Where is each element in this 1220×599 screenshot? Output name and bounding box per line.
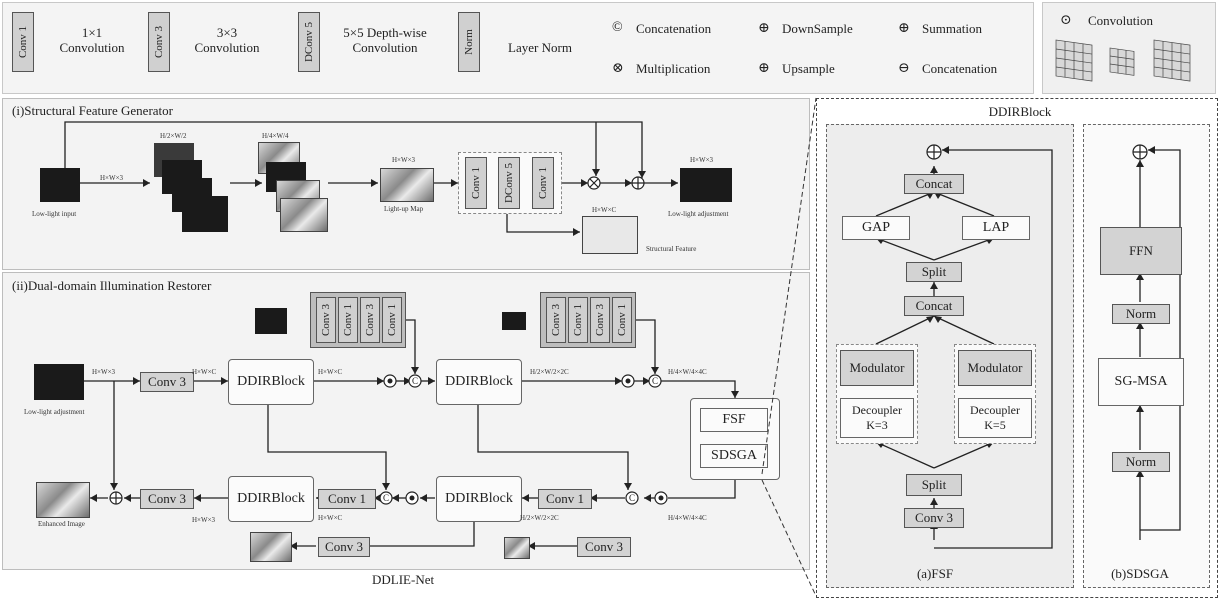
fsf-concat-mid: Concat bbox=[904, 296, 964, 316]
fsf-conv3: Conv 3 bbox=[904, 508, 964, 528]
sdsga-norm-top: Norm bbox=[1112, 304, 1170, 324]
fsf-caption: (a)FSF bbox=[900, 566, 970, 581]
fsf-lap-block: LAP bbox=[962, 216, 1030, 240]
sdsga-caption: (b)SDSGA bbox=[1100, 566, 1180, 581]
sdsga-sgmsa-block: SG-MSA bbox=[1098, 358, 1184, 406]
fsf-decoupler-left: Decoupler K=3 bbox=[840, 398, 914, 438]
fsf-decoupler-right: Decoupler K=5 bbox=[958, 398, 1032, 438]
fsf-gap-block: GAP bbox=[842, 216, 910, 240]
fsf-modulator-left: Modulator bbox=[840, 350, 914, 386]
fsf-split-top: Split bbox=[906, 262, 962, 282]
sdsga-norm-bottom: Norm bbox=[1112, 452, 1170, 472]
fsf-split-bottom: Split bbox=[906, 474, 962, 496]
fsf-modulator-right: Modulator bbox=[958, 350, 1032, 386]
sdsga-ffn-block: FFN bbox=[1100, 227, 1182, 275]
fsf-concat-top: Concat bbox=[904, 174, 964, 194]
